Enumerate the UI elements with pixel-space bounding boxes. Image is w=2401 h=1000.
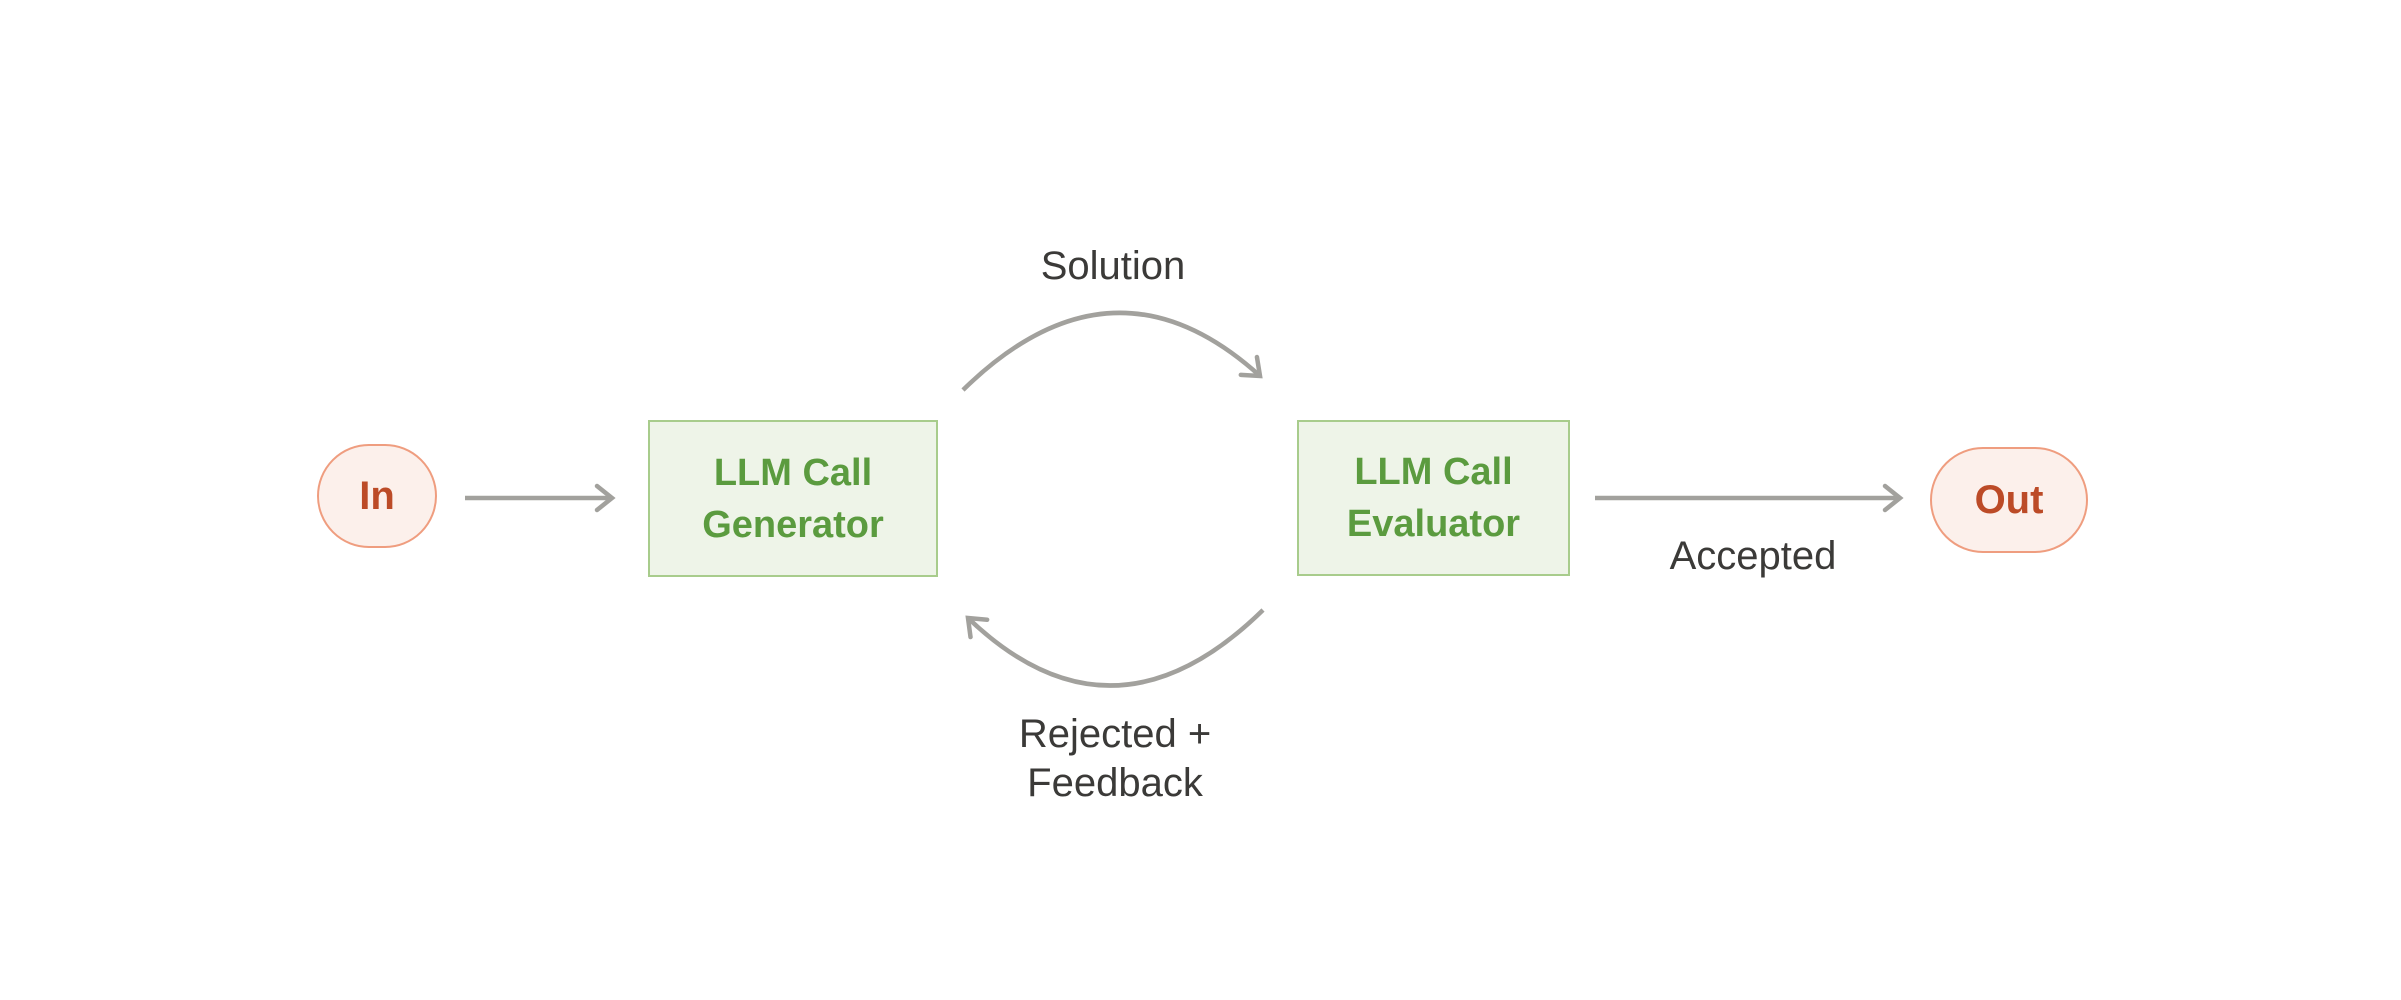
output-node: Out <box>1930 447 2088 553</box>
evaluator-label-line2: Evaluator <box>1346 503 1521 545</box>
llm-call-generator-node: LLM Call Generator <box>648 420 938 577</box>
rejected-feedback-edge-label: Rejected + Feedback <box>1019 710 1211 808</box>
llm-call-evaluator-node: LLM Call Evaluator <box>1297 420 1570 576</box>
solution-edge-label: Solution <box>1040 244 1186 288</box>
arrow-evaluator-to-generator <box>965 608 1265 688</box>
accepted-edge-label: Accepted <box>1669 534 1837 578</box>
generator-label-line2: Generator <box>702 503 884 546</box>
input-node-label: In <box>359 473 395 518</box>
rejected-feedback-line1: Rejected + <box>1018 712 1212 756</box>
input-node: In <box>317 444 437 548</box>
output-node-label: Out <box>1974 477 2044 522</box>
rejected-feedback-line2: Feedback <box>1027 761 1203 805</box>
arrow-generator-to-evaluator <box>961 310 1263 392</box>
evaluator-label-line1: LLM Call <box>1354 451 1513 493</box>
generator-label-line1: LLM Call <box>713 451 873 494</box>
